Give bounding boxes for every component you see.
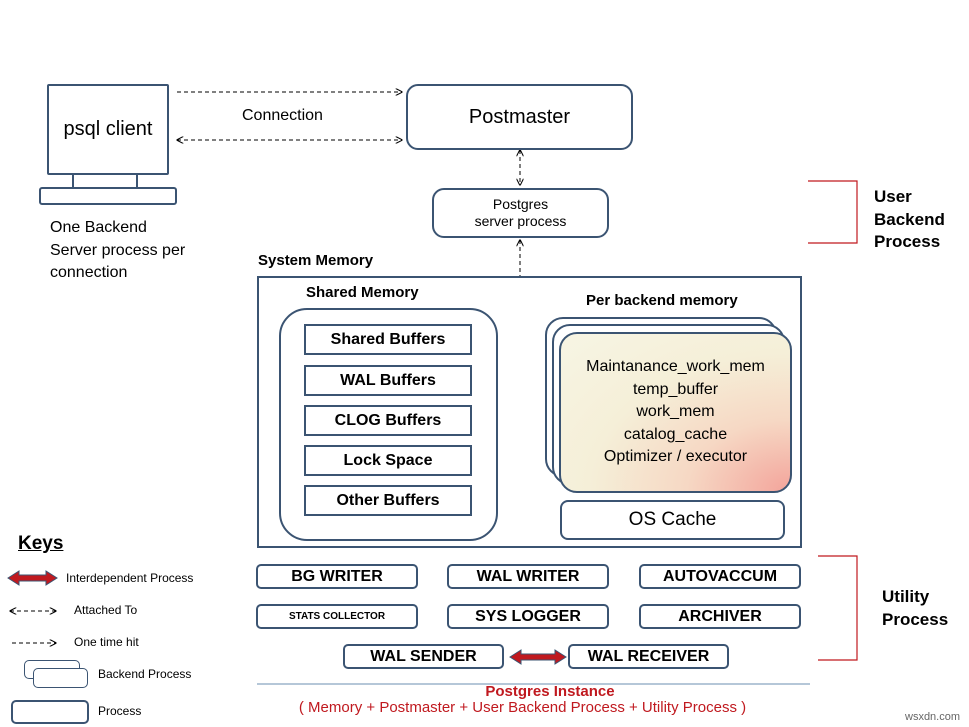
instance-title: Postgres Instance [485, 683, 615, 700]
utility-process-line1: Utility [882, 587, 930, 606]
system-memory-title: System Memory [258, 252, 374, 269]
clog-buffers: CLOG Buffers [304, 405, 472, 436]
monitor-stand-right [136, 175, 138, 188]
server-process-box: Postgres server process [432, 188, 609, 238]
wal-writer-box: WAL WRITER [447, 564, 609, 589]
wal-interdependent-arrow [509, 649, 567, 665]
psql-client-monitor: psql client [47, 84, 169, 175]
bg-writer-label: BG WRITER [291, 567, 383, 585]
connection-label: Connection [242, 107, 323, 124]
per-backend-item-3: work_mem [636, 403, 715, 421]
wal-buffers-label: WAL Buffers [340, 371, 436, 389]
wal-receiver-box: WAL RECEIVER [568, 644, 729, 669]
user-backend-bracket [808, 180, 858, 244]
utility-bracket [818, 555, 858, 661]
key-interdependent-label: Interdependent Process [66, 571, 194, 585]
server-process-line2: server process [474, 213, 567, 229]
monitor-stand-left [72, 175, 74, 188]
wal-sender-box: WAL SENDER [343, 644, 504, 669]
key-onetime-label: One time hit [74, 635, 139, 649]
user-backend-line1: User [874, 187, 912, 206]
archiver-label: ARCHIVER [678, 607, 762, 625]
clog-buffers-label: CLOG Buffers [334, 411, 442, 429]
utility-process-line2: Process [882, 610, 949, 629]
monitor-base [39, 187, 177, 205]
per-backend-memory-box: Maintanance_work_mem temp_buffer work_me… [559, 332, 792, 493]
sys-logger-label: SYS LOGGER [475, 607, 581, 625]
key-process-label: Process [98, 704, 142, 718]
per-backend-item-4: catalog_cache [623, 425, 728, 443]
key-backend-shape-front [33, 668, 88, 688]
keys-title: Keys [18, 533, 64, 554]
per-backend-item-5: Optimizer / executor [603, 448, 748, 466]
autovaccum-box: AUTOVACCUM [639, 564, 801, 589]
shared-memory-title: Shared Memory [306, 284, 419, 301]
shared-buffers: Shared Buffers [304, 324, 472, 355]
postmaster-box: Postmaster [406, 84, 633, 150]
lock-space: Lock Space [304, 445, 472, 476]
instance-subtitle: ( Memory + Postmaster + User Backend Pro… [298, 699, 747, 716]
archiver-box: ARCHIVER [639, 604, 801, 629]
autovaccum-label: AUTOVACCUM [662, 567, 778, 585]
wal-buffers: WAL Buffers [304, 365, 472, 396]
bg-writer-box: BG WRITER [256, 564, 418, 589]
os-cache-box: OS Cache [560, 500, 785, 540]
stats-collector-box: STATS COLLECTOR [256, 604, 418, 629]
psql-client-label: psql client [63, 118, 153, 140]
user-backend-line3: Process [874, 232, 941, 251]
lock-space-label: Lock Space [343, 451, 433, 469]
client-note-line2: Server process per [50, 242, 186, 259]
client-note-line1: One Backend [50, 219, 147, 236]
per-backend-item-1: Maintanance_work_mem [586, 358, 765, 376]
os-cache-label: OS Cache [628, 509, 717, 530]
per-backend-title: Per backend memory [586, 292, 738, 309]
watermark: wsxdn.com [905, 711, 961, 723]
postmaster-label: Postmaster [468, 105, 571, 128]
key-attached-label: Attached To [74, 603, 138, 617]
server-process-line1: Postgres [492, 196, 549, 212]
other-buffers: Other Buffers [304, 485, 472, 516]
wal-writer-label: WAL WRITER [476, 567, 580, 585]
wal-sender-label: WAL SENDER [370, 647, 477, 665]
stats-collector-label: STATS COLLECTOR [288, 611, 386, 622]
key-backend-label: Backend Process [98, 667, 192, 681]
sys-logger-box: SYS LOGGER [447, 604, 609, 629]
shared-buffers-label: Shared Buffers [330, 330, 446, 348]
other-buffers-label: Other Buffers [336, 491, 440, 509]
key-interdependent-arrow [7, 570, 58, 586]
key-process-shape [11, 700, 89, 724]
client-note-line3: connection [50, 264, 128, 281]
user-backend-line2: Backend [874, 210, 945, 229]
wal-receiver-label: WAL RECEIVER [587, 647, 710, 665]
per-backend-item-2: temp_buffer [632, 380, 719, 398]
